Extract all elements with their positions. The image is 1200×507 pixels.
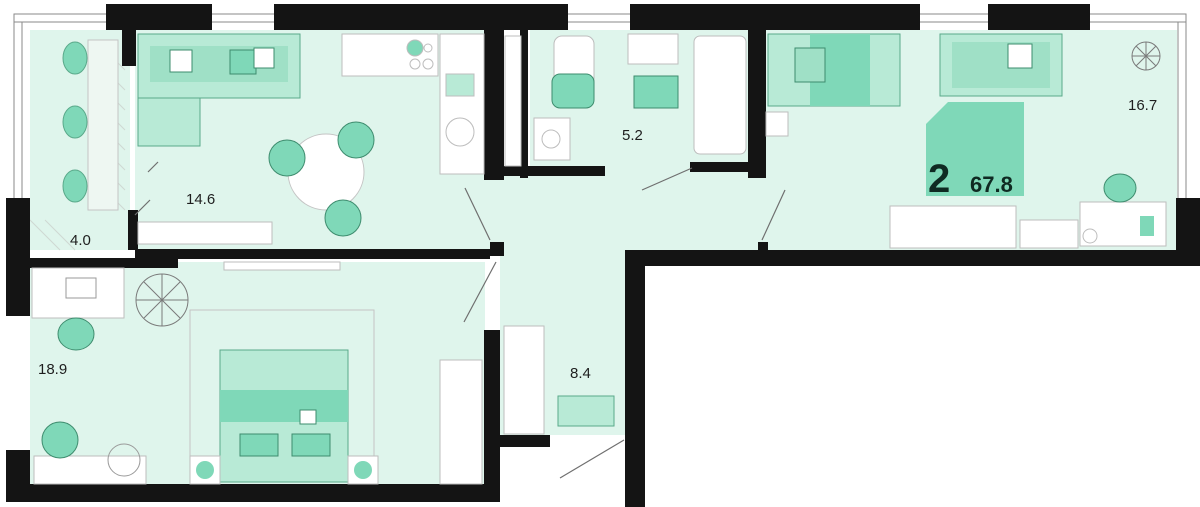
room-area-hallway: 8.4 (570, 365, 591, 382)
wardrobe-hall (503, 325, 545, 435)
sofa-kitchen (137, 33, 301, 147)
room-area-bathroom: 5.2 (622, 127, 643, 144)
walls (6, 4, 1200, 507)
tv-stand (137, 221, 273, 245)
balcony-table (87, 39, 119, 211)
total-area: 67.8 (970, 172, 1013, 197)
plant-left (135, 273, 189, 327)
room-labels: 4.0 14.6 5.2 16.7 18.9 8.4 (38, 97, 1157, 382)
bed-right (765, 33, 901, 137)
sofa-right (939, 33, 1063, 97)
balcony-chairs (62, 41, 88, 203)
shelves-right (889, 205, 1098, 249)
desk-left (31, 267, 125, 351)
doors (134, 161, 786, 479)
hall-floor (500, 172, 765, 252)
kitchen-counter (341, 33, 485, 175)
tv-left (223, 261, 341, 271)
door-mat (557, 395, 615, 427)
outer-frame (13, 13, 1187, 200)
room-count: 2 (928, 157, 950, 201)
apartment-badge: 2 67.8 (926, 102, 1024, 201)
room-area-bedroom-right: 16.7 (1128, 97, 1157, 114)
corridor-floor (485, 172, 505, 252)
dining-set (268, 121, 375, 237)
vanity-left (33, 421, 147, 485)
room-area-kitchen: 14.6 (186, 191, 215, 208)
closet-upper (504, 35, 522, 167)
nightstands-left (189, 455, 379, 485)
wardrobe-left (439, 359, 483, 485)
room-area-bedroom-left: 18.9 (38, 361, 67, 378)
bathroom-fixtures (533, 33, 747, 161)
bed-left (219, 349, 349, 483)
plant-right (1131, 41, 1161, 71)
room-area-balcony: 4.0 (70, 232, 91, 249)
